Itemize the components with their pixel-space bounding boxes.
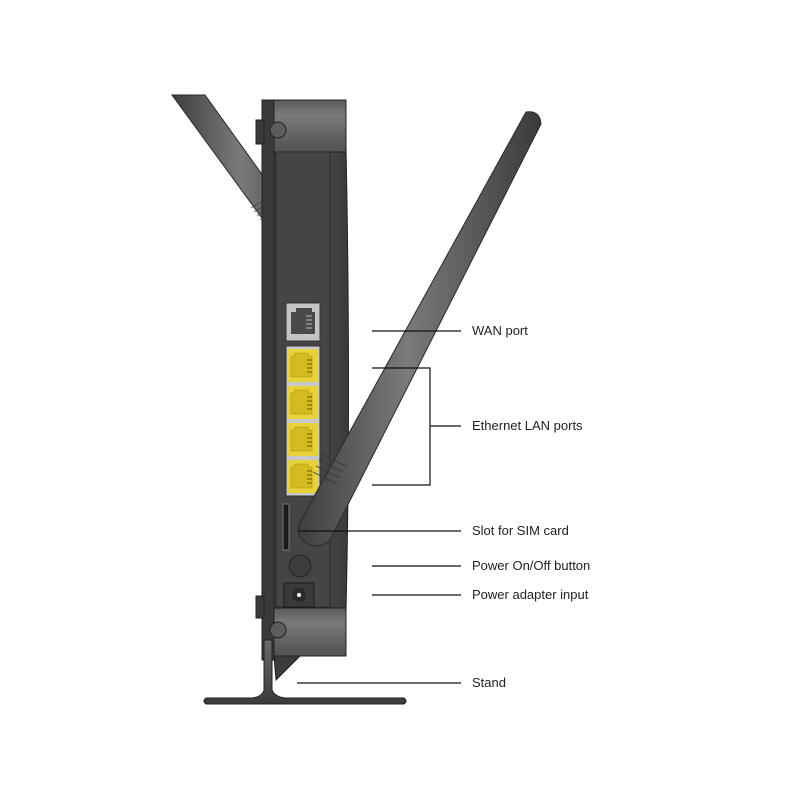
right-antenna bbox=[297, 111, 542, 547]
lan-port-1 bbox=[288, 349, 318, 382]
callout-power-button: Power On/Off button bbox=[472, 558, 591, 573]
callout-sim-slot: Slot for SIM card bbox=[472, 523, 569, 538]
lan-ports bbox=[285, 345, 321, 497]
power-adapter-input bbox=[283, 582, 315, 608]
leader-lines bbox=[297, 330, 461, 684]
callout-power-adapter-input: Power adapter input bbox=[472, 587, 589, 602]
callout-wan-port: WAN port bbox=[472, 323, 528, 338]
lan-port-2 bbox=[288, 386, 318, 419]
wan-port bbox=[285, 302, 321, 342]
lan-port-4 bbox=[288, 460, 318, 493]
callout-ethernet-lan-ports: Ethernet LAN ports bbox=[472, 418, 583, 433]
lan-port-3 bbox=[288, 423, 318, 456]
stand bbox=[203, 639, 407, 705]
callout-stand: Stand bbox=[472, 675, 506, 690]
power-button bbox=[288, 554, 312, 578]
sim-slot bbox=[282, 503, 290, 551]
